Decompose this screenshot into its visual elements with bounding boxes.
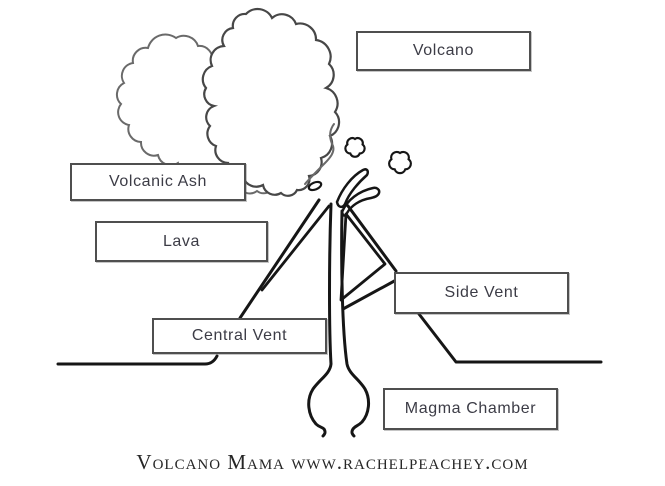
label-box-volcanic-ash: Volcanic Ash bbox=[70, 163, 246, 201]
cone-right-wedge bbox=[339, 212, 387, 302]
central-vent-left-wall-line bbox=[307, 202, 333, 438]
label-lava: Lava bbox=[162, 232, 201, 250]
footer-credit: Volcano Mama www.rachelpeachey.com bbox=[136, 450, 529, 474]
ash-cloud-right-icon bbox=[201, 7, 341, 197]
lava-channel-line bbox=[260, 204, 331, 292]
cone-right-flank-line bbox=[346, 204, 398, 273]
label-box-magma-chamber: Magma Chamber bbox=[383, 388, 558, 430]
label-box-side-vent: Side Vent bbox=[394, 272, 569, 314]
label-box-central-vent: Central Vent bbox=[152, 318, 327, 354]
side-vent-lower-wall-line bbox=[341, 277, 400, 311]
label-volcano: Volcano bbox=[412, 42, 475, 59]
label-side-vent: Side Vent bbox=[444, 284, 519, 301]
smoke-puff-right-icon bbox=[388, 150, 412, 175]
lava-fountain-upper-icon bbox=[335, 168, 370, 209]
label-box-lava: Lava bbox=[95, 221, 268, 262]
label-box-volcano: Volcano bbox=[356, 31, 531, 71]
smoke-puff-left-icon bbox=[344, 137, 366, 158]
cone-left-flank-line bbox=[238, 198, 321, 320]
ash-wisp-summit-icon bbox=[304, 123, 335, 185]
central-vent-right-wall-line bbox=[340, 209, 371, 438]
lava-blob-icon bbox=[307, 180, 323, 192]
label-magma-chamber: Magma Chamber bbox=[404, 400, 537, 417]
label-volcanic-ash: Volcanic Ash bbox=[109, 173, 207, 190]
label-central-vent: Central Vent bbox=[191, 327, 288, 344]
ground-line-right bbox=[417, 312, 603, 364]
ground-line-left bbox=[56, 354, 219, 366]
